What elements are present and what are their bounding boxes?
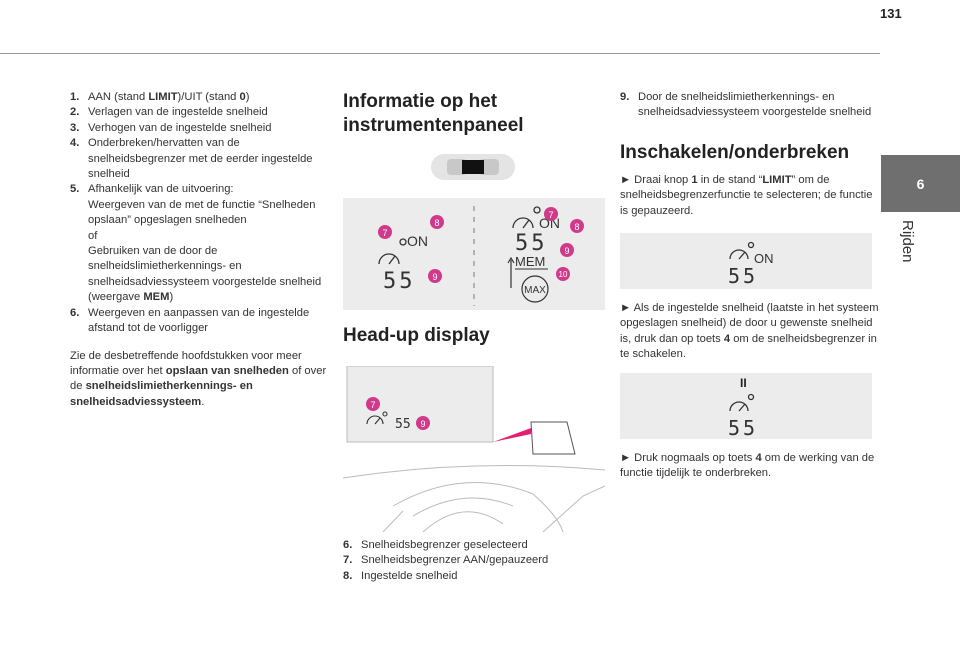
svg-text:7: 7 [370,400,375,410]
svg-text:9: 9 [564,246,569,256]
instrument-cluster-icon [431,154,515,180]
badge-8-icon: 8 [570,219,584,233]
section-heading-hud: Head-up display [343,325,490,346]
step-pause: ► Druk nogmaals op toets 4 om de werking… [620,451,875,480]
instrument-display-graphic: ON 55 7 8 9 ON 55 MEM MAX 7 8 9 10 [378,206,584,306]
list-item: 7.Snelheidsbegrenzer AAN/gepauzeerd [343,554,549,567]
page-number: 131 [880,6,902,21]
speedometer-icon [366,411,388,425]
instrument-display-figure: ON 55 7 8 9 ON 55 MEM MAX 7 8 9 10 [343,198,605,310]
limiter-pause-graphic: II 55 [728,376,758,439]
reference-note: Zie de desbetreffende hoofdstukken voor … [70,349,327,408]
chapter-number: 6 [916,175,925,192]
chapter-title: Rijden [899,220,916,263]
badge-9-icon: 9 [428,269,442,283]
step-select: ► Draai knop 1 in de stand “LIMIT” om de… [620,173,873,217]
speedometer-icon [729,393,755,412]
cluster-figure [343,148,605,196]
hud-figure: 55 7 9 [342,365,606,533]
right-speed-value: 55 [515,231,548,256]
list-item: 5. Afhankelijk van de uitvoering: Weerge… [70,183,322,304]
head-up-display-graphic: 55 7 9 [342,365,606,533]
list-item: 4. Onderbreken/hervatten van de snelheid… [70,137,313,181]
left-speed-value: 55 [383,269,416,294]
speed-value: 55 [728,416,758,439]
list-item: 8.Ingestelde snelheid [343,569,458,582]
on-label: ON [754,251,774,266]
svg-text:9: 9 [432,272,437,282]
mem-label: MEM [515,254,545,269]
badge-9-icon: 9 [416,416,430,430]
badge-8-icon: 8 [430,215,444,229]
svg-text:10: 10 [559,270,568,279]
svg-text:9: 9 [420,419,425,429]
control-list: 1. AAN (stand LIMIT)/UIT (stand 0) 2. Ve… [70,90,332,337]
speedometer-icon [378,238,407,265]
section-heading-activate: Inschakelen/onderbreken [620,141,850,163]
limiter-on-graphic: ON 55 [728,241,774,288]
list-item: 6. Weergeven en aanpassen van de ingeste… [70,306,310,335]
chapter-tab[interactable]: 6 [881,155,960,212]
max-label: MAX [524,285,546,296]
column-middle: Informatie op het instrumentenpaneel ON … [342,90,606,584]
step-activate: ► Als de ingestelde snelheid (laatste in… [620,302,879,361]
badge-7-icon: 7 [544,207,558,221]
limiter-on-figure: ON 55 [620,233,872,290]
list-item: 2. Verlagen van de ingestelde snelheid [70,106,268,119]
left-on-label: ON [407,233,428,249]
svg-text:7: 7 [382,228,387,238]
pause-icon: II [740,376,747,390]
speedometer-icon [729,241,755,260]
list-item: 9.Door de snelheidslimietherkennings- en… [620,91,872,119]
list-item: 3. Verhogen van de ingestelde snelheid [70,121,272,134]
badge-10-icon: 10 [556,267,570,281]
speedometer-icon [512,206,541,229]
hud-speed-value: 55 [395,417,411,432]
item-9-list: 9.Door de snelheidslimietherkennings- en… [620,90,880,121]
list-item: 1. AAN (stand LIMIT)/UIT (stand 0) [70,91,250,103]
svg-text:8: 8 [574,222,579,232]
badge-9-icon: 9 [560,243,574,257]
speed-value: 55 [728,264,758,288]
header-rule [0,53,880,54]
column-right: 9.Door de snelheidslimietherkennings- en… [620,90,880,481]
column-left: 1. AAN (stand LIMIT)/UIT (stand 0) 2. Ve… [70,90,332,410]
badge-7-icon: 7 [366,397,380,411]
svg-text:7: 7 [548,210,553,220]
section-heading-instrument: Informatie op het instrumentenpaneel [343,91,524,136]
list-item: 6.Snelheidsbegrenzer geselecteerd [343,539,528,551]
hud-legend-list: 6.Snelheidsbegrenzer geselecteerd 7.Snel… [343,538,605,584]
limiter-pause-figure: II 55 [620,372,872,439]
badge-7-icon: 7 [378,225,392,239]
svg-text:8: 8 [434,218,439,228]
